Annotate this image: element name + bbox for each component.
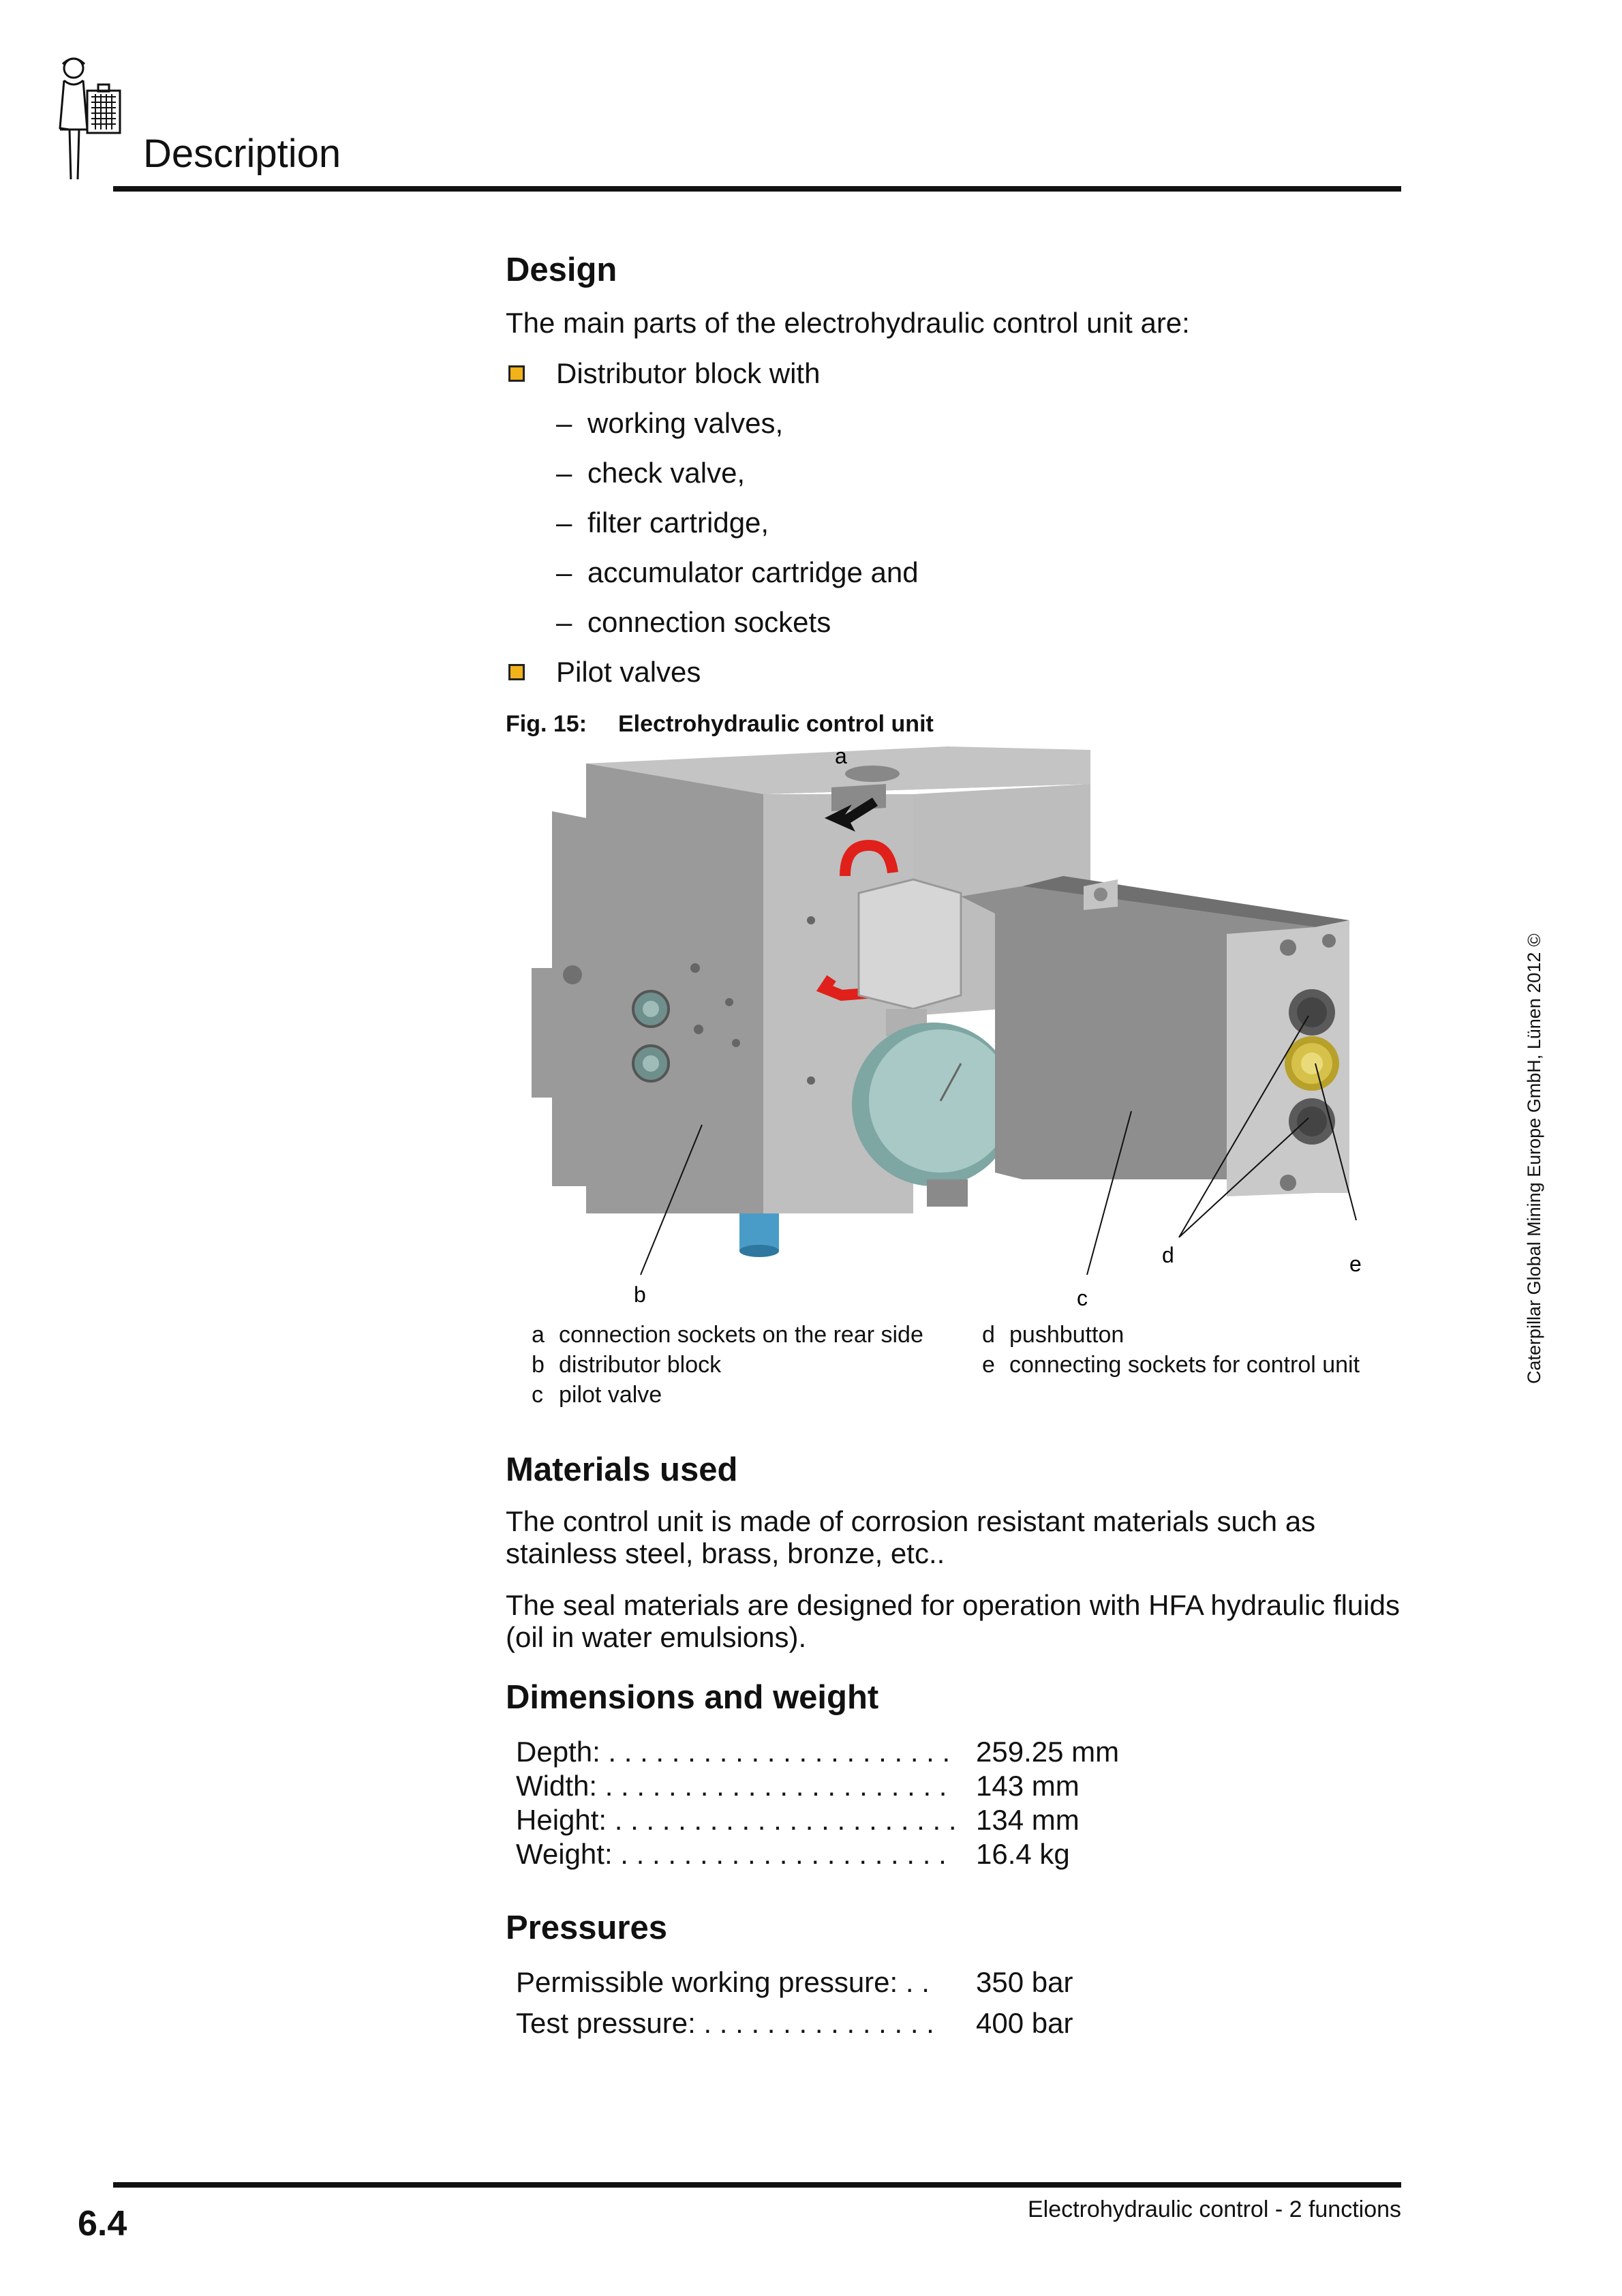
figure-title: Electrohydraulic control unit (618, 711, 934, 737)
dimension-row-height: Height: . . . . . . . . . . . . . . . . … (516, 1804, 1080, 1836)
callout-a: a (835, 744, 847, 768)
materials-heading: Materials used (506, 1451, 738, 1488)
dash-icon: – (556, 507, 572, 539)
pressures-heading: Pressures (506, 1909, 668, 1946)
callout-c: c (1077, 1286, 1088, 1310)
sub-item-label: accumulator cartridge and (587, 556, 919, 588)
sub-item: –check valve, (556, 457, 745, 489)
dimension-row-weight: Weight: . . . . . . . . . . . . . . . . … (516, 1838, 1070, 1870)
materials-paragraph-1: The control unit is made of corrosion re… (506, 1505, 1316, 1570)
copyright-symbol: © (1524, 933, 1544, 947)
bullet-square-icon (508, 663, 525, 680)
materials-paragraph-2: The seal materials are designed for oper… (506, 1589, 1401, 1654)
callout-d: d (1162, 1243, 1174, 1267)
bullet-square-icon (508, 365, 525, 382)
bullet-label: Pilot valves (556, 656, 701, 688)
figure-number: Fig. 15: (506, 711, 587, 737)
sub-item: –filter cartridge, (556, 507, 769, 539)
dimensions-table: Depth: . . . . . . . . . . . . . . . . .… (516, 1736, 1119, 1872)
sub-item-label: connection sockets (587, 606, 831, 638)
dash-icon: – (556, 457, 572, 489)
distributor-block-top (586, 746, 1090, 794)
dimensions-heading: Dimensions and weight (506, 1679, 879, 1716)
callout-b: b (634, 1282, 646, 1307)
dash-icon: – (556, 556, 572, 588)
dash-icon: – (556, 407, 572, 439)
header-rule (113, 186, 1401, 192)
side-copyright: Caterpillar Global Mining Europe GmbH, L… (1524, 933, 1545, 1384)
dimension-row-width: Width: . . . . . . . . . . . . . . . . .… (516, 1770, 1080, 1802)
sub-item: –accumulator cartridge and (556, 556, 919, 588)
sub-item: –working valves, (556, 407, 783, 439)
pressure-row-working: Permissible working pressure: . .350 bar (516, 1966, 1073, 1998)
bullet-pilot-valves: Pilot valves (508, 656, 701, 688)
pressure-row-test: Test pressure: . . . . . . . . . . . . .… (516, 2007, 1073, 2039)
technician-icon (59, 57, 121, 180)
dimension-row-depth: Depth: . . . . . . . . . . . . . . . . .… (516, 1736, 1120, 1768)
pressures-table: Permissible working pressure: . .350 bar… (516, 1966, 1073, 2048)
dash-icon: – (556, 606, 572, 638)
sub-item-label: working valves, (587, 407, 784, 439)
footer-title: Electrohydraulic control - 2 functions (1028, 2196, 1402, 2222)
sub-item-label: filter cartridge, (587, 507, 769, 539)
distributor-block-side (552, 750, 1090, 1213)
design-intro: The main parts of the electrohydraulic c… (506, 307, 1190, 339)
callout-e: e (1349, 1252, 1362, 1276)
copyright-text: Caterpillar Global Mining Europe GmbH, L… (1524, 952, 1544, 1384)
sub-item-label: check valve, (587, 457, 746, 489)
page-header-title: Description (143, 132, 341, 176)
control-unit-illustration: a b c d e (532, 744, 1362, 1310)
sub-item: –connection sockets (556, 606, 831, 638)
footer-rule (113, 2182, 1401, 2188)
bullet-label: Distributor block with (556, 357, 821, 389)
design-heading: Design (506, 252, 617, 288)
bullet-distributor-block: Distributor block with (508, 357, 820, 389)
page-number: 6.4 (78, 2204, 127, 2244)
figure-caption: Fig. 15: Electrohydraulic control unit (506, 711, 934, 738)
